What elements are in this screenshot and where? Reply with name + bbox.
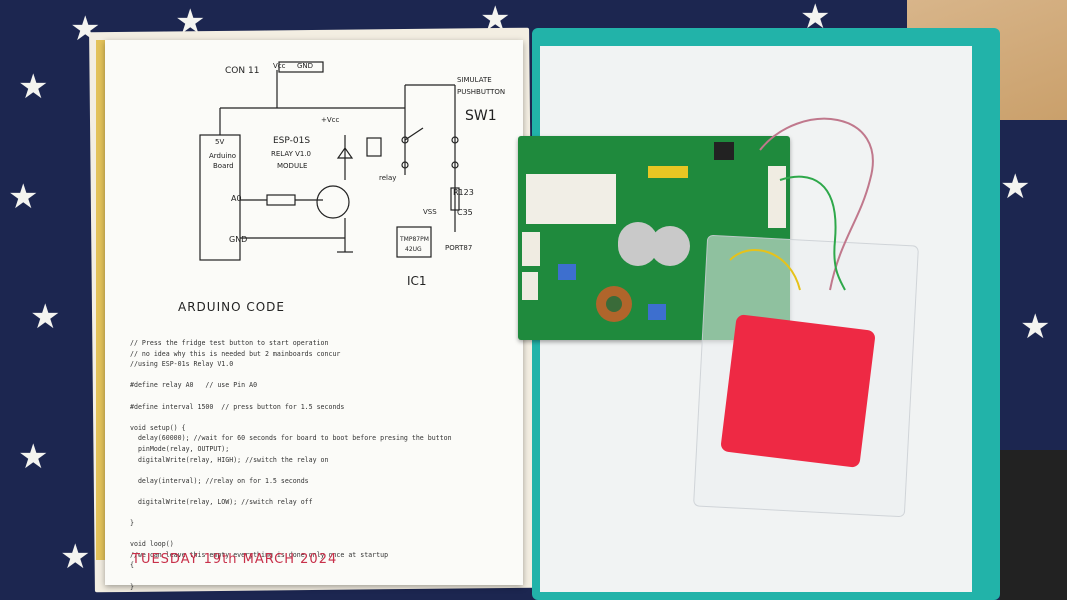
code-line: // Press the fridge test button to start… <box>130 339 329 347</box>
code-line: } <box>130 519 134 528</box>
code-line: void setup() { <box>130 423 186 432</box>
code-line <box>130 370 510 381</box>
pushbutton-label: PUSHBUTTON <box>457 88 506 96</box>
code-line: { <box>130 561 134 570</box>
con11-label: CON 11 <box>225 66 260 76</box>
5v-label: 5V <box>215 138 225 146</box>
code-line <box>130 391 510 402</box>
vcc-label: Vcc <box>273 62 286 70</box>
code-line <box>130 529 510 540</box>
pcb-components <box>522 142 786 322</box>
simulate-label: SIMULATE <box>457 76 492 84</box>
vss-label: VSS <box>423 208 437 216</box>
arduino-code-listing: // Press the fridge test button to start… <box>130 338 510 592</box>
ic1-label: IC1 <box>407 274 427 288</box>
star-icon: ★ <box>60 537 91 577</box>
code-line <box>130 412 510 423</box>
relay-version-label: RELAY V1.0 <box>271 150 312 158</box>
esp01s-label: ESP-01S <box>273 136 311 146</box>
r123-label: R123 <box>453 188 474 197</box>
code-line: #define relay A0 // use Pin A0 <box>130 381 258 390</box>
a0-label: A0 <box>231 194 242 203</box>
code-line: digitalWrite(relay, HIGH); //switch the … <box>130 455 329 464</box>
plus-vcc-label: +Vcc <box>321 116 340 124</box>
star-icon: ★ <box>18 67 49 107</box>
board-label: Board <box>213 162 234 170</box>
sw1-label: SW1 <box>465 108 497 124</box>
code-line: //using ESP-01s Relay V1.0 <box>130 360 234 369</box>
star-icon: ★ <box>1000 167 1031 207</box>
relay-label: relay <box>379 174 397 182</box>
code-line: // no idea why this is needed but 2 main… <box>130 349 341 358</box>
code-line <box>130 486 510 497</box>
star-icon: ★ <box>8 177 39 217</box>
code-line: } <box>130 582 134 591</box>
code-line <box>130 571 510 582</box>
code-line <box>130 465 510 476</box>
code-line: delay(60000); //wait for 60 seconds for … <box>130 434 452 443</box>
schematic-paper: CON 11 Vcc GND SIMULATE PUSHBUTTON SW1 5… <box>105 40 523 585</box>
c35-label: C35 <box>457 208 473 217</box>
tape-roll-corner <box>1000 450 1067 600</box>
star-icon: ★ <box>18 437 49 477</box>
42ug-label: 42UG <box>405 246 422 253</box>
connector-wires <box>729 117 874 291</box>
arduino-label: Arduino <box>209 152 237 160</box>
code-line: void loop() <box>130 540 174 549</box>
module-label: MODULE <box>277 162 308 170</box>
code-line: digitalWrite(relay, LOW); //switch relay… <box>130 497 313 506</box>
code-line: //we can leave this empty everything is … <box>130 550 389 559</box>
code-line: delay(interval); //relay on for 1.5 seco… <box>130 476 309 485</box>
star-icon: ★ <box>1020 307 1051 347</box>
star-icon: ★ <box>30 297 61 337</box>
code-line: #define interval 1500 // press button fo… <box>130 402 345 411</box>
arduino-code-title: ARDUINO CODE <box>178 300 285 314</box>
code-line: pinMode(relay, OUTPUT); <box>130 444 230 453</box>
gnd-top-label: GND <box>297 62 314 70</box>
code-line <box>130 508 510 519</box>
handwritten-date: TUESDAY 19th MARCH 2024 <box>132 552 338 567</box>
port87-label: PORT87 <box>445 244 473 252</box>
gnd-label: GND <box>229 235 248 244</box>
circuit-schematic <box>199 61 460 261</box>
tmp-chip-label: TMP87PM <box>400 236 429 243</box>
